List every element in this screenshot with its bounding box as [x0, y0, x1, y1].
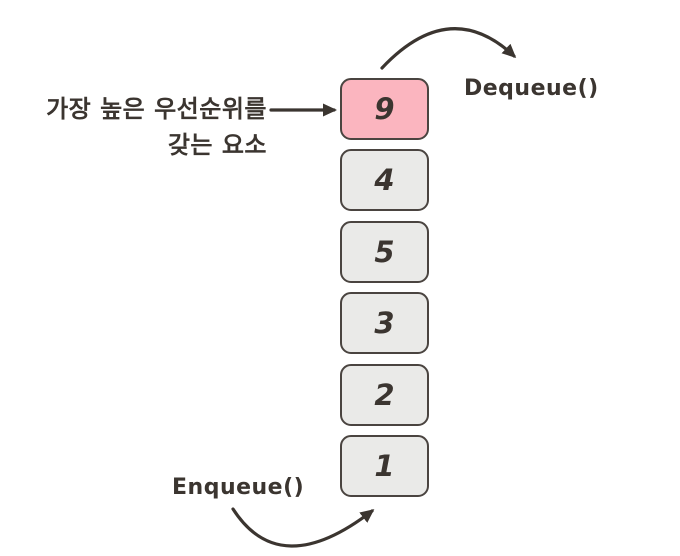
priority-note-line2: 갖는 요소 — [167, 131, 267, 159]
queue-item-value: 2 — [374, 377, 395, 412]
queue-item: 9 — [340, 78, 429, 140]
priority-note: 가장 높은 우선순위를 갖는 요소 — [35, 91, 267, 163]
queue-item-value: 5 — [374, 234, 395, 269]
queue-item: 1 — [340, 434, 429, 497]
queue-item: 5 — [340, 220, 429, 283]
queue-item-value: 1 — [374, 448, 395, 483]
queue-item: 3 — [340, 292, 429, 355]
queue-item: 4 — [340, 149, 429, 212]
queue-stack: 9 4 5 3 2 1 — [340, 78, 429, 497]
queue-item-value: 9 — [374, 92, 395, 126]
enqueue-arrow-icon — [231, 507, 375, 548]
enqueue-label: Enqueue() — [172, 475, 305, 500]
queue-item: 2 — [340, 363, 429, 426]
dequeue-label: Dequeue() — [464, 76, 599, 101]
dequeue-arrow-icon — [380, 27, 517, 70]
queue-item-value: 4 — [374, 163, 395, 198]
queue-item-value: 3 — [374, 306, 395, 341]
priority-note-line1: 가장 높은 우선순위를 — [46, 95, 267, 123]
